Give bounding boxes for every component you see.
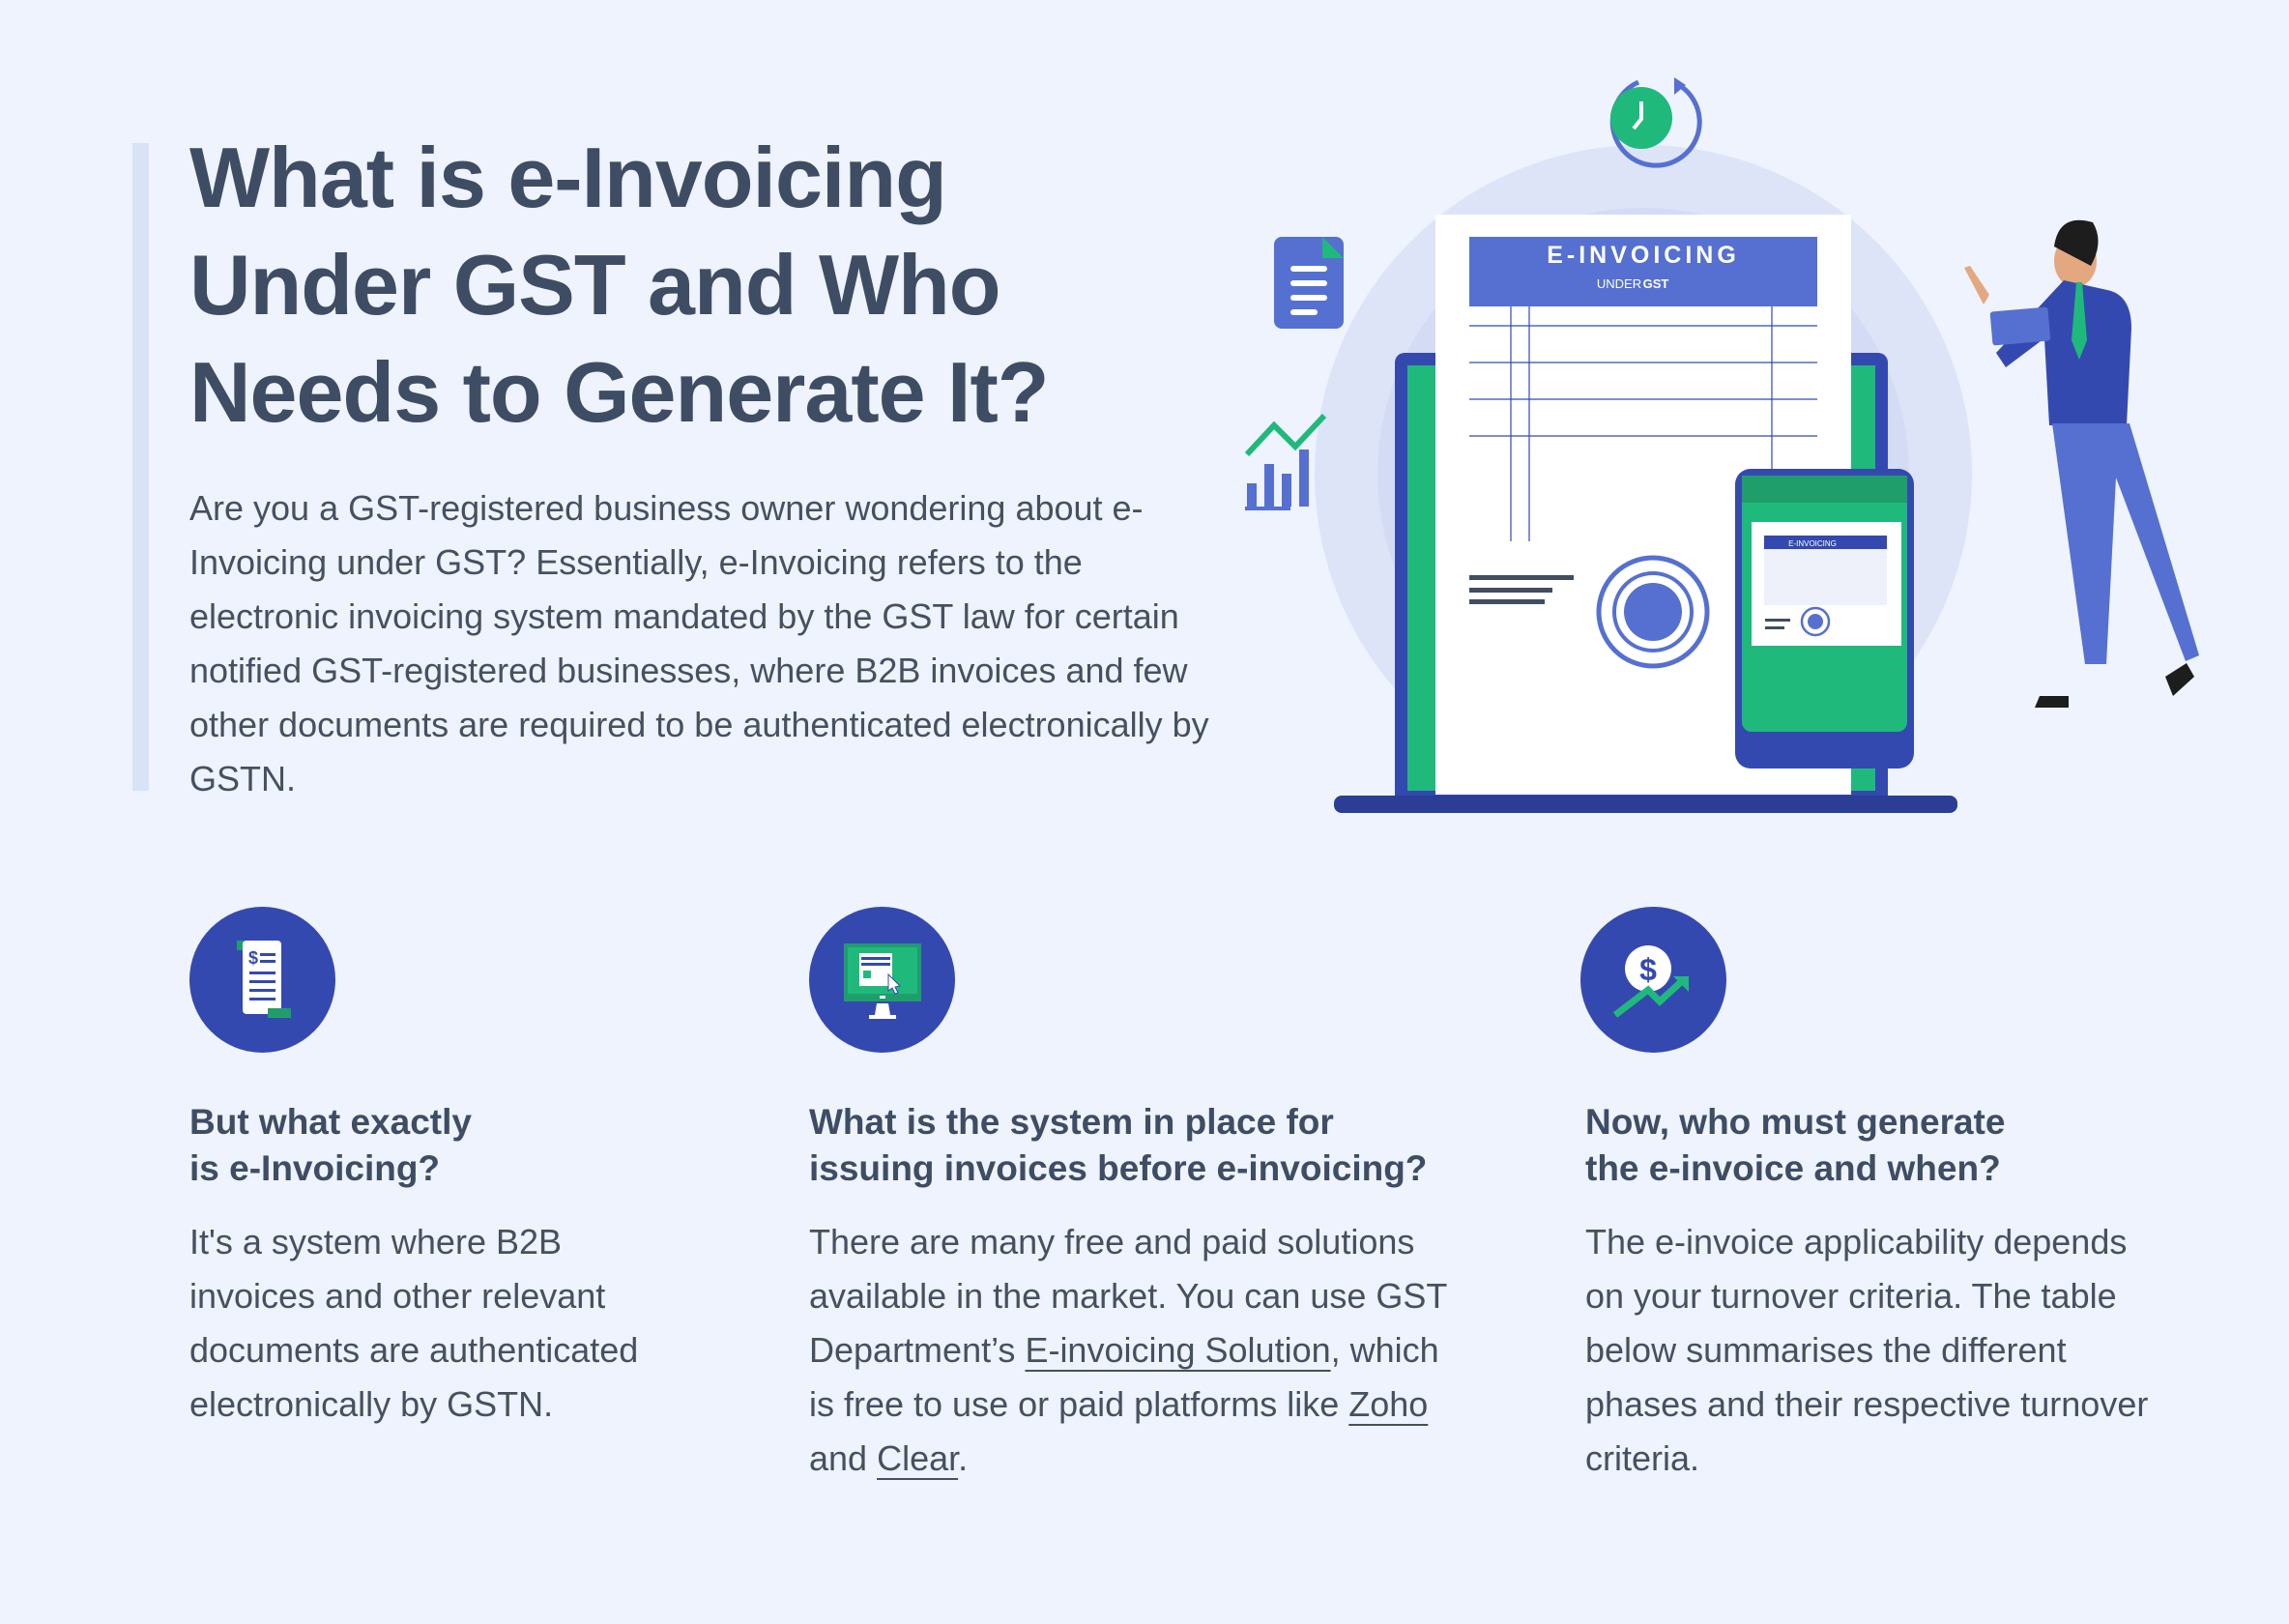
zoho-link[interactable]: Zoho <box>1348 1384 1429 1424</box>
computer-click-icon <box>809 907 955 1053</box>
page-title: What is e-Invoicing Under GST and Who Ne… <box>189 124 1204 446</box>
accent-bar <box>132 143 149 791</box>
svg-text:E-INVOICING: E-INVOICING <box>1788 539 1837 548</box>
e-invoicing-solution-link[interactable]: E-invoicing Solution <box>1025 1330 1331 1370</box>
title-line: What is e-Invoicing <box>189 130 947 225</box>
intro-paragraph: Are you a GST-registered business owner … <box>189 488 1209 798</box>
phone: E-INVOICING <box>1735 469 1914 768</box>
document-icon <box>1274 237 1344 329</box>
receipt-icon: $ <box>189 907 335 1053</box>
svg-text:$: $ <box>248 948 258 968</box>
businessman <box>1964 219 2199 708</box>
dollar-growth-icon: $ <box>1580 907 1726 1053</box>
clock-refresh-icon <box>1609 77 1702 168</box>
title-line: Needs to Generate It? <box>189 344 1050 440</box>
title-line: Under GST and Who <box>189 237 1001 333</box>
column-body: The e-invoice applicability depends on y… <box>1585 1222 2149 1478</box>
svg-text:$: $ <box>1639 952 1657 987</box>
svg-text:E-INVOICING: E-INVOICING <box>1547 242 1740 269</box>
column-body: There are many free and paid solutions a… <box>809 1222 1447 1478</box>
clear-link[interactable]: Clear <box>877 1438 959 1478</box>
svg-text:GST: GST <box>1643 276 1669 291</box>
growth-chart-icon <box>1244 413 1327 510</box>
e-invoicing-illustration: E-INVOICING UNDER GST E-INVOICING <box>1244 77 2199 813</box>
svg-text:UNDER: UNDER <box>1597 276 1641 291</box>
column-body: It's a system where B2B invoices and oth… <box>189 1222 639 1424</box>
